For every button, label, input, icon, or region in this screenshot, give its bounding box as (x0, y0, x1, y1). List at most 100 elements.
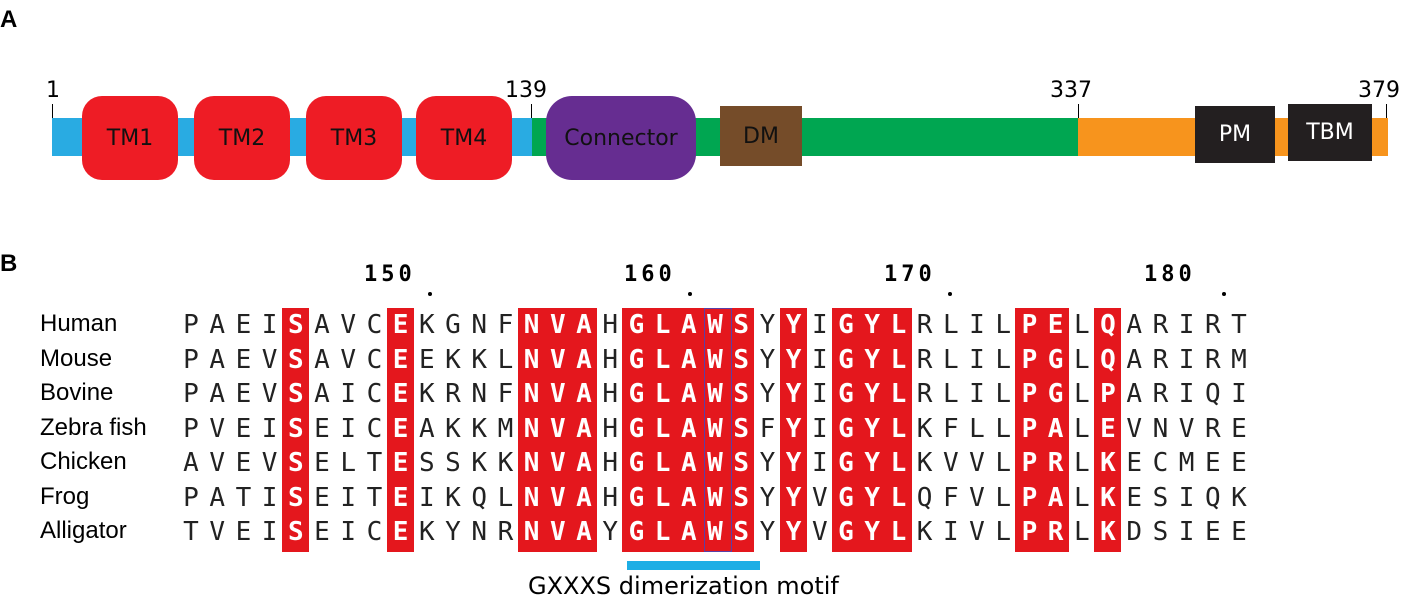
residue: Y (759, 448, 776, 478)
residue: E (235, 379, 252, 409)
residue: Y (602, 517, 619, 547)
residue: E (314, 448, 330, 478)
residue: V (942, 448, 959, 478)
residue: R (916, 379, 933, 409)
residue: F (497, 379, 514, 409)
residue: S (287, 517, 304, 547)
residue: I (969, 310, 985, 340)
residue: V (969, 482, 985, 513)
residue: G (628, 448, 645, 478)
residue: Q (1100, 310, 1116, 340)
residue: K (1231, 482, 1247, 513)
residue: S (733, 344, 750, 375)
residue: A (576, 517, 592, 547)
residue: W (707, 482, 723, 513)
residue: L (497, 482, 514, 513)
residue: S (287, 482, 304, 513)
residue: I (1178, 517, 1195, 547)
residue: N (1152, 413, 1169, 444)
position-label-139: 139 (505, 78, 547, 103)
residue: D (1126, 517, 1143, 547)
residue: L (995, 379, 1012, 409)
residue: E (1204, 517, 1221, 547)
position-label-379: 379 (1358, 78, 1400, 103)
residue: L (340, 448, 357, 478)
motif-label: GXXXS dimerization motif (528, 572, 839, 600)
conserved-block (832, 308, 912, 552)
residue: S (733, 379, 750, 409)
residue: Y (864, 310, 881, 340)
residue: A (314, 344, 330, 375)
residue: I (261, 517, 278, 547)
conserved-block (386, 308, 414, 552)
residue: E (235, 344, 252, 375)
residue: E (314, 413, 330, 444)
species-label: Mouse (40, 344, 113, 372)
residue: S (733, 413, 750, 444)
residue: C (366, 517, 383, 547)
residue: H (602, 379, 619, 409)
residue: R (1152, 379, 1169, 409)
residue: P (183, 482, 199, 513)
residue: C (366, 310, 383, 340)
residue: L (890, 482, 907, 513)
residue: S (1152, 517, 1169, 547)
residue: R (1204, 413, 1221, 444)
conserved-block (1094, 308, 1122, 552)
residue: Q (916, 482, 933, 513)
residue: N (471, 517, 488, 547)
residue: P (1021, 310, 1038, 340)
residue: V (549, 517, 566, 547)
residue: L (890, 379, 907, 409)
residue: L (654, 413, 671, 444)
residue: Y (785, 448, 802, 478)
residue: L (942, 379, 959, 409)
position-dot-180 (1222, 292, 1226, 296)
residue: P (1100, 379, 1116, 409)
residue: K (445, 344, 461, 375)
residue: I (969, 344, 985, 375)
residue: A (1126, 310, 1143, 340)
tm2-domain: TM2 (194, 96, 290, 180)
residue: G (838, 448, 854, 478)
residue: R (916, 310, 933, 340)
residue: A (680, 379, 697, 409)
residue: V (261, 379, 278, 409)
species-label: Human (40, 310, 118, 337)
residue: S (445, 448, 461, 478)
residue: A (183, 448, 199, 478)
residue: N (523, 379, 540, 409)
residue: P (183, 413, 199, 444)
residue: K (471, 413, 488, 444)
residue: L (995, 482, 1012, 513)
residue: I (969, 379, 985, 409)
residue: V (549, 344, 566, 375)
tm4-domain: TM4 (416, 96, 512, 180)
residue: V (549, 482, 566, 513)
residue: K (445, 482, 461, 513)
residue: E (392, 517, 409, 547)
residue: A (576, 448, 592, 478)
residue: I (811, 344, 828, 375)
residue: K (418, 310, 435, 340)
dm-domain: DM (720, 106, 802, 166)
residue: L (969, 413, 985, 444)
residue: E (1231, 517, 1247, 547)
residue: I (261, 413, 278, 444)
residue: Y (864, 517, 881, 547)
residue: E (392, 379, 409, 409)
residue: E (1100, 413, 1116, 444)
residue: L (1073, 517, 1090, 547)
residue: L (1073, 344, 1090, 375)
residue: C (366, 344, 383, 375)
residue: Y (864, 448, 881, 478)
residue: N (523, 344, 540, 375)
residue: Y (864, 344, 881, 375)
residue: A (680, 517, 697, 547)
residue: R (1204, 310, 1221, 340)
residue: L (1073, 379, 1090, 409)
connector-domain: Connector (546, 96, 696, 180)
residue: S (287, 448, 304, 478)
residue: N (523, 413, 540, 444)
residue: A (576, 310, 592, 340)
